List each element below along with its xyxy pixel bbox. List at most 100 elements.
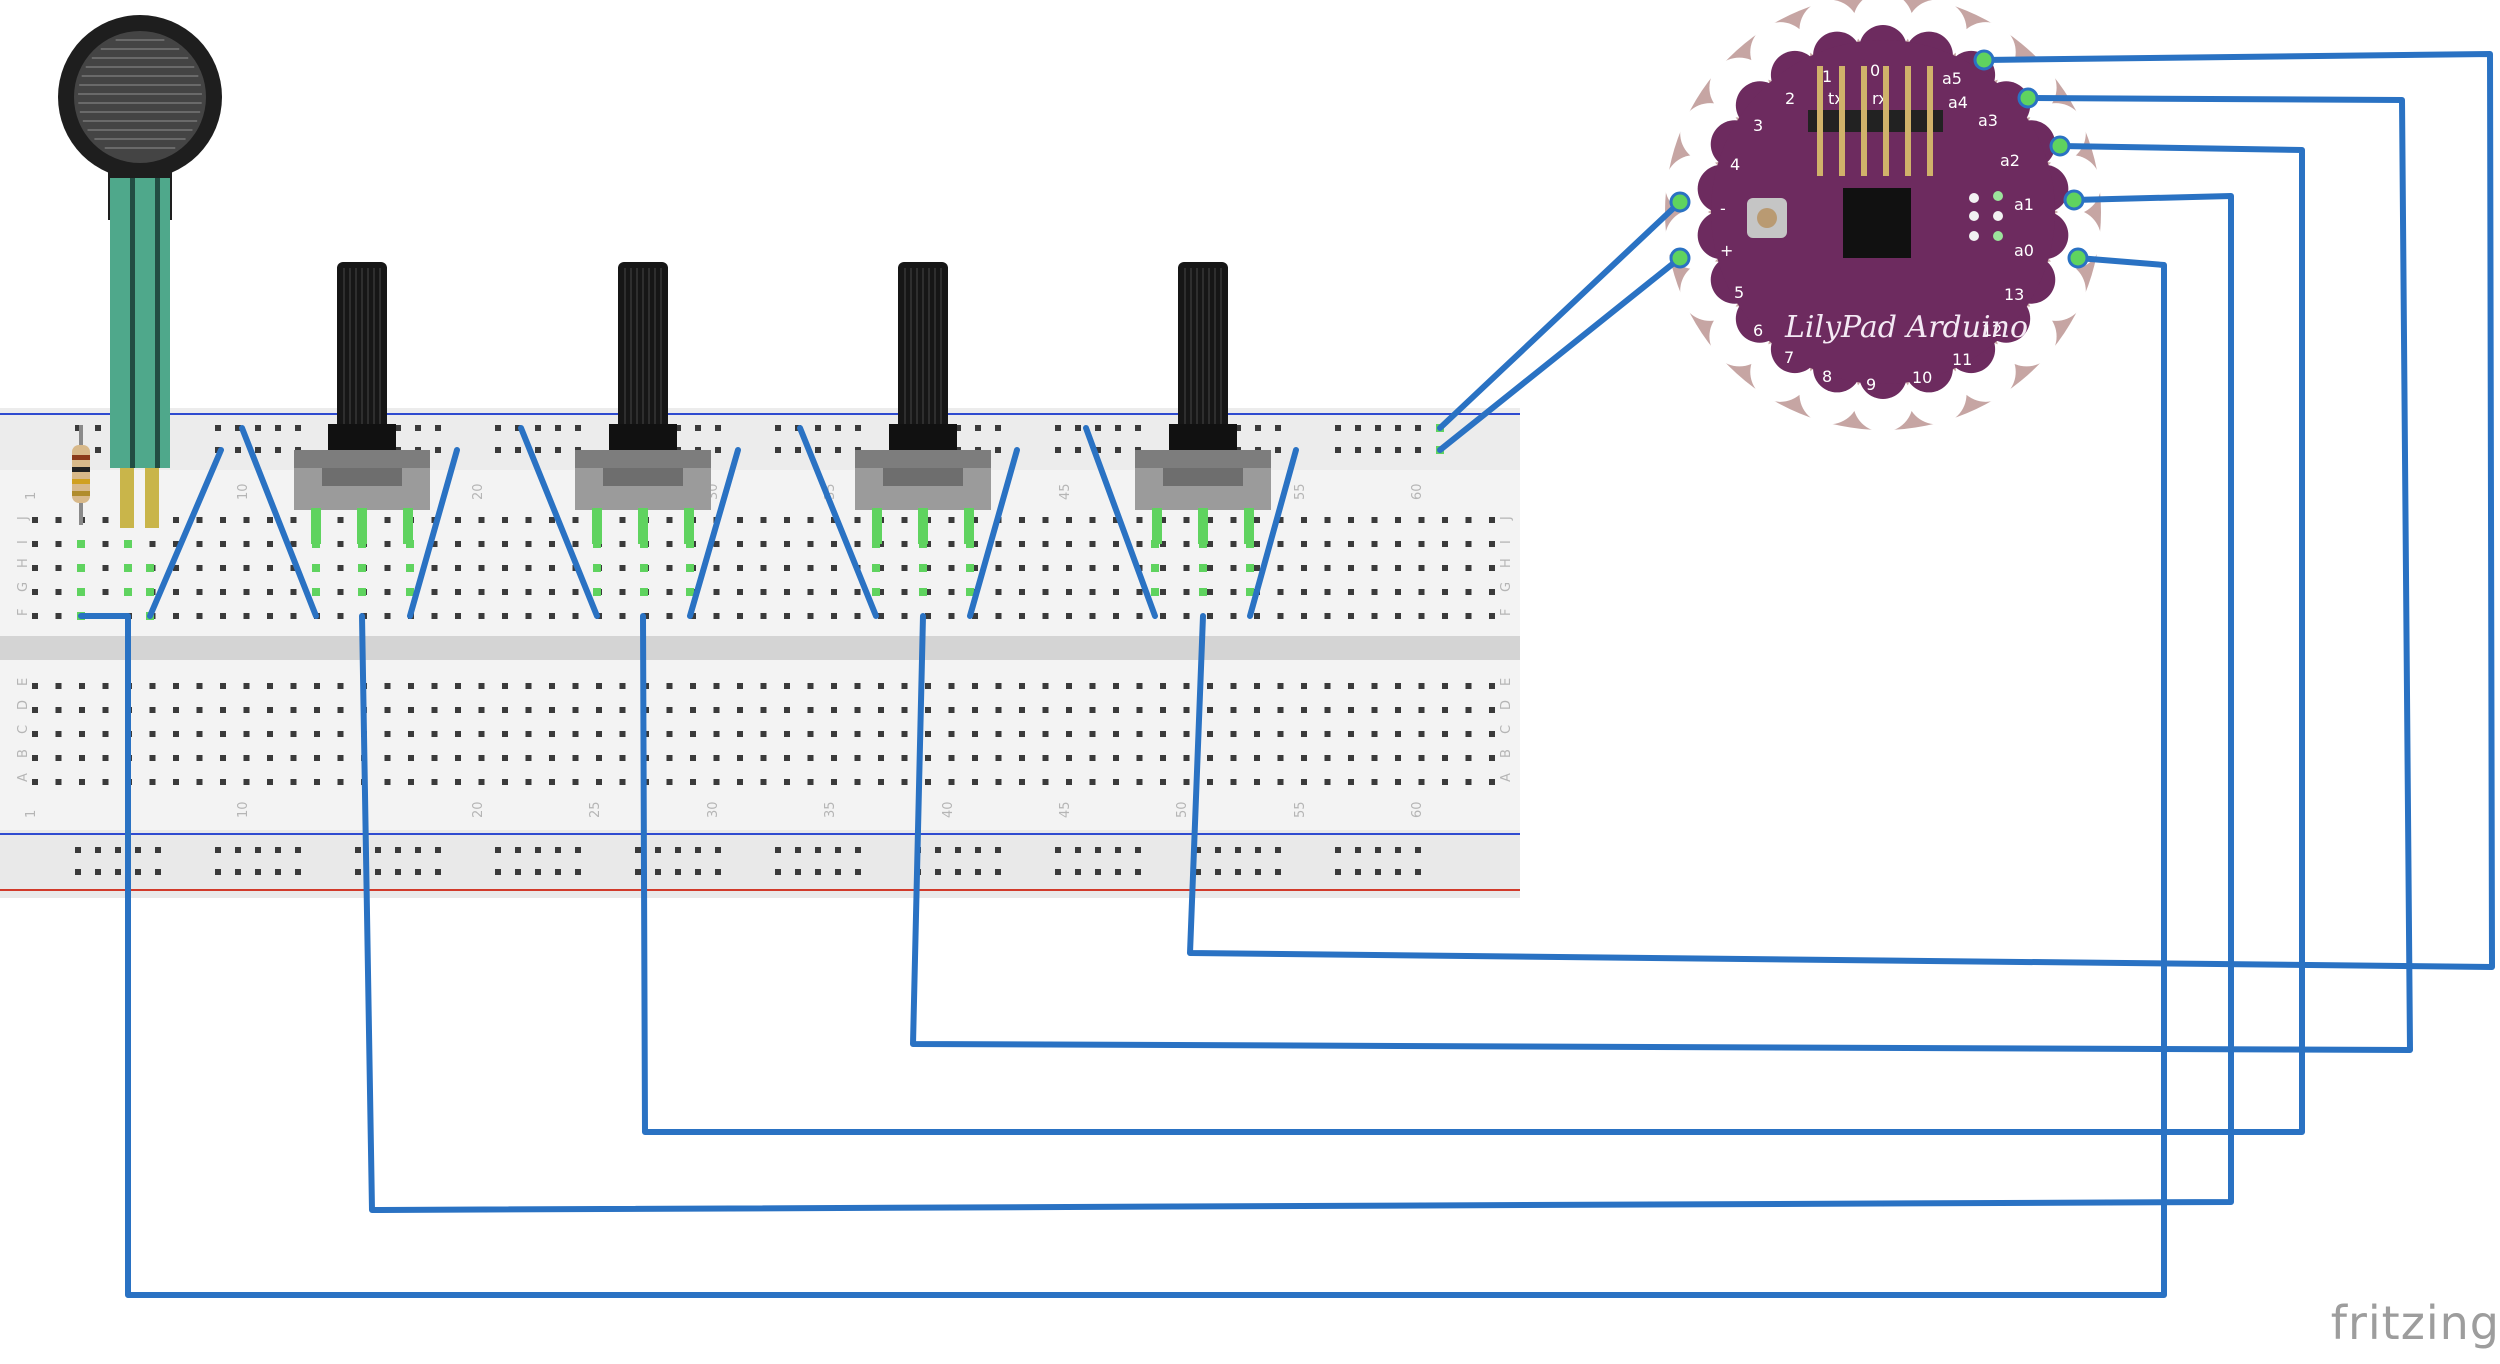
row-letter: D [16, 700, 31, 710]
wire-endpoint [2067, 247, 2089, 269]
pad-label: a5 [1942, 69, 1962, 88]
header-pin [1861, 66, 1867, 176]
column-number: 10 [236, 801, 251, 818]
column-number: 40 [941, 801, 956, 818]
pad-label: 6 [1753, 321, 1763, 340]
potentiometer-body [855, 450, 991, 468]
row-letter: I [1499, 540, 1514, 544]
pad-label: a2 [2000, 151, 2020, 170]
wire-endpoint [2063, 189, 2085, 211]
column-number: 1 [24, 810, 39, 818]
potentiometer-leg [311, 508, 321, 544]
header-pins [1817, 66, 1933, 176]
column-number: 60 [1410, 801, 1425, 818]
row-letter: G [16, 582, 31, 592]
header-pin [1905, 66, 1911, 176]
row-letter: J [16, 516, 31, 521]
potentiometer [294, 262, 430, 544]
potentiometer [575, 262, 711, 544]
row-letter: B [1499, 749, 1514, 758]
pad-label: 4 [1730, 155, 1740, 174]
wire-endpoint [2049, 135, 2071, 157]
pad-label: a4 [1948, 93, 1968, 112]
row-letter: H [1499, 558, 1514, 568]
wire [687, 447, 741, 619]
header-pin [1839, 66, 1845, 176]
column-number: 30 [706, 801, 721, 818]
row-letter: B [16, 749, 31, 758]
potentiometer-leg [964, 508, 974, 544]
pad-label: 3 [1753, 116, 1763, 135]
row-letter: D [1499, 700, 1514, 710]
sensor-lead-1 [120, 468, 134, 528]
pad-label: a1 [2014, 195, 2034, 214]
column-number: 35 [823, 801, 838, 818]
header-pin [1927, 66, 1933, 176]
wire [1437, 255, 1683, 453]
pad-label: 9 [1866, 375, 1876, 394]
pad-label: 7 [1784, 348, 1794, 367]
sensor-pattern [78, 39, 202, 149]
board-logo: LilyPad Arduino [1784, 310, 2028, 345]
breadboard-labels: 1102025303540455055601102025303540455055… [16, 483, 1514, 818]
pad-label: a3 [1978, 111, 1998, 130]
row-letter: E [1499, 678, 1514, 686]
wire [910, 95, 2413, 1053]
row-letter: C [1499, 725, 1514, 734]
potentiometer-leg [1244, 508, 1254, 544]
wire [1247, 447, 1299, 619]
microcontroller-chip [1843, 188, 1911, 258]
pin-header [1808, 110, 1943, 132]
column-number: 20 [471, 801, 486, 818]
pad-label: 5 [1734, 283, 1744, 302]
potentiometer-leg [638, 508, 648, 544]
pad-label: 13 [2004, 285, 2024, 304]
wire [407, 447, 460, 619]
row-letter: J [1499, 516, 1514, 521]
sensor-lead-2 [145, 468, 159, 528]
potentiometer-leg [1198, 508, 1208, 544]
led-dots [1969, 191, 2003, 241]
column-number: 50 [1175, 801, 1190, 818]
pad-label: - [1720, 199, 1726, 218]
wire-endpoint [1973, 49, 1995, 71]
wires [78, 49, 2495, 1298]
column-number: 60 [1410, 483, 1425, 500]
pad-label: a0 [2014, 241, 2034, 260]
wire-endpoint [1669, 191, 1691, 213]
potentiometer [855, 262, 991, 544]
row-letter: G [1499, 582, 1514, 592]
row-letter: C [16, 725, 31, 734]
row-letter: A [16, 773, 31, 782]
wire [359, 193, 2234, 1213]
wire [78, 255, 2167, 1298]
column-number: 25 [588, 801, 603, 818]
potentiometer-body [1135, 450, 1271, 468]
column-number: 1 [24, 492, 39, 500]
row-letter: I [16, 540, 31, 544]
pad-label: 0 [1870, 61, 1880, 80]
wire-endpoint [2017, 87, 2039, 109]
row-letter: E [16, 678, 31, 686]
wire [147, 447, 224, 619]
wire [518, 425, 600, 619]
column-number: 45 [1058, 801, 1073, 818]
column-number: 45 [1058, 483, 1073, 500]
header-pin [1883, 66, 1889, 176]
pad-label: 8 [1822, 367, 1832, 386]
wire [239, 425, 319, 619]
row-letter: F [16, 609, 31, 616]
column-number: 20 [471, 483, 486, 500]
column-number: 10 [236, 483, 251, 500]
pad-label: + [1720, 241, 1733, 260]
resistor [72, 425, 90, 525]
potentiometer-leg [918, 508, 928, 544]
breadboard: 1102025303540455055601102025303540455055… [0, 408, 1520, 898]
pad-label: 1 [1822, 67, 1832, 86]
wire [1437, 199, 1683, 431]
row-letter: A [1499, 773, 1514, 782]
potentiometer-body [294, 450, 430, 468]
potentiometer-leg [684, 508, 694, 544]
